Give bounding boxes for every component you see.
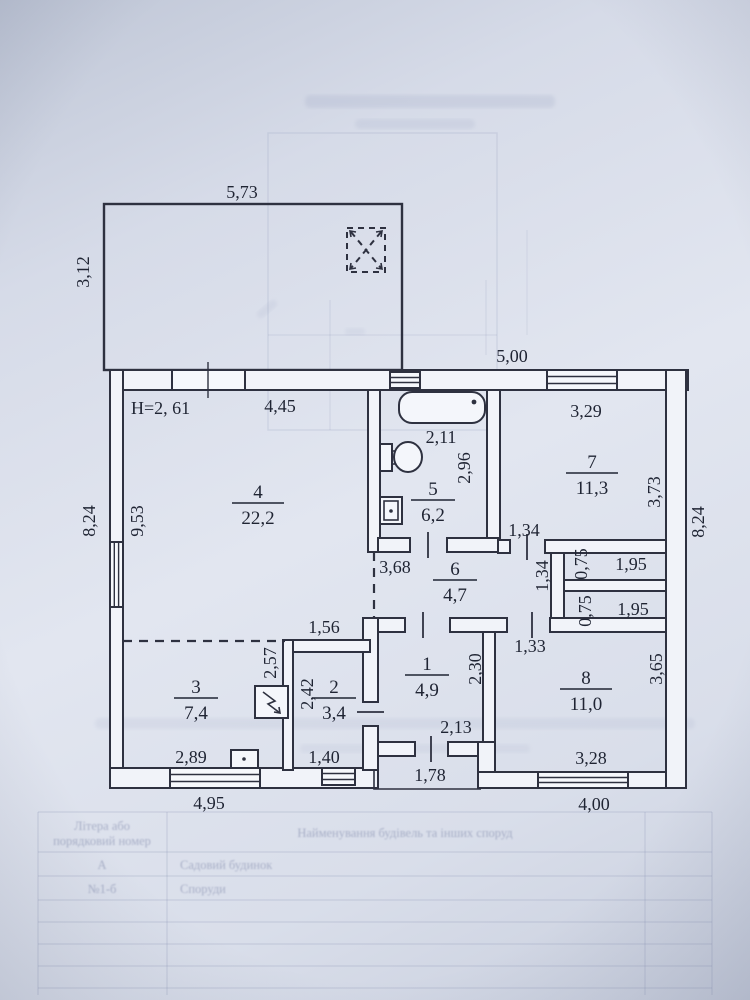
- floor-plan-drawing: Літера або порядковий номер Найменування…: [0, 0, 750, 1000]
- scanned-floor-plan-page: Літера або порядковий номер Найменування…: [0, 0, 750, 1000]
- scan-vignette: [0, 0, 750, 1000]
